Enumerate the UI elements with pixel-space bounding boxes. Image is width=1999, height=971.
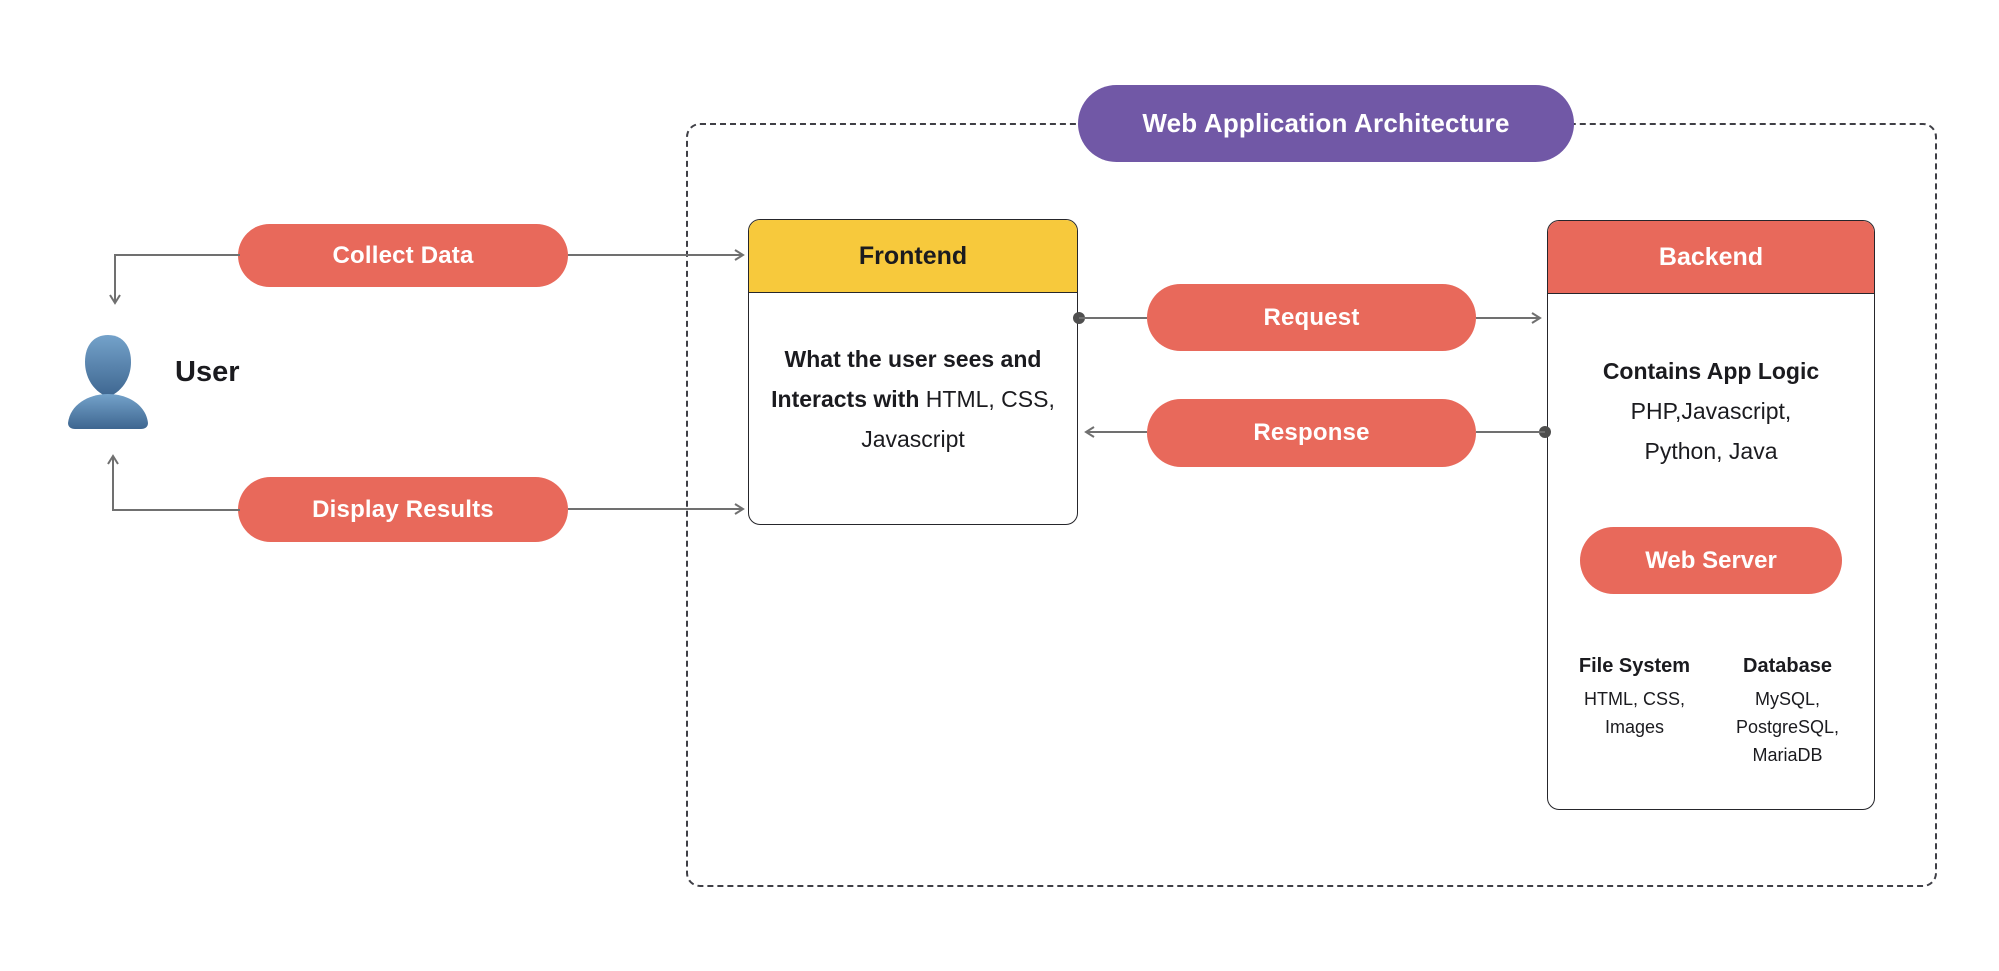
database-line3: MariaDB — [1752, 745, 1823, 765]
frontend-header: Frontend — [749, 220, 1077, 293]
arrow-display-results-to-user — [107, 454, 240, 511]
backend-title: Backend — [1658, 242, 1764, 271]
database-line1: MySQL, — [1754, 689, 1820, 709]
web-server-pill: Web Server — [1580, 527, 1842, 594]
backend-languages-line1: PHP,Javascript, — [1630, 398, 1792, 424]
frontend-description: What the user sees and Interacts with HT… — [749, 293, 1077, 459]
backend-logic-heading: Contains App Logic — [1602, 358, 1820, 384]
diagram-title: Web Application Architecture — [1142, 108, 1510, 138]
frontend-description-regular: HTML, CSS, Javascript — [861, 386, 1055, 452]
backend-header: Backend — [1548, 221, 1874, 294]
database-heading: Database — [1743, 655, 1832, 677]
frontend-description-bold: What the user sees and Interacts with — [771, 346, 1042, 412]
file-system-line1: HTML, CSS, — [1583, 689, 1685, 709]
backend-card: Backend Contains App Logic PHP,Javascrip… — [1547, 220, 1875, 810]
backend-languages-line2: Python, Java — [1644, 438, 1778, 464]
database-line2: PostgreSQL, — [1735, 717, 1840, 737]
backend-columns: File System HTML, CSS, Images Database M… — [1558, 653, 1864, 769]
file-system-column: File System HTML, CSS, Images — [1558, 653, 1711, 769]
file-system-line2: Images — [1604, 717, 1665, 737]
display-results-pill: Display Results — [238, 477, 568, 542]
backend-logic: Contains App Logic PHP,Javascript, Pytho… — [1548, 351, 1874, 471]
request-pill: Request — [1147, 284, 1476, 351]
file-system-heading: File System — [1578, 655, 1691, 677]
user-label: User — [175, 356, 240, 388]
response-pill: Response — [1147, 399, 1476, 467]
display-results-label: Display Results — [312, 495, 494, 523]
database-column: Database MySQL, PostgreSQL, MariaDB — [1711, 653, 1864, 769]
collect-data-label: Collect Data — [332, 241, 474, 269]
frontend-card: Frontend What the user sees and Interact… — [748, 219, 1078, 525]
user-icon — [68, 335, 148, 429]
request-label: Request — [1263, 303, 1360, 331]
response-label: Response — [1253, 419, 1370, 446]
diagram-title-pill: Web Application Architecture — [1078, 85, 1574, 162]
arrow-collect-data-to-user — [109, 254, 240, 305]
frontend-title: Frontend — [858, 241, 968, 270]
web-server-label: Web Server — [1645, 546, 1777, 574]
collect-data-pill: Collect Data — [238, 224, 568, 287]
